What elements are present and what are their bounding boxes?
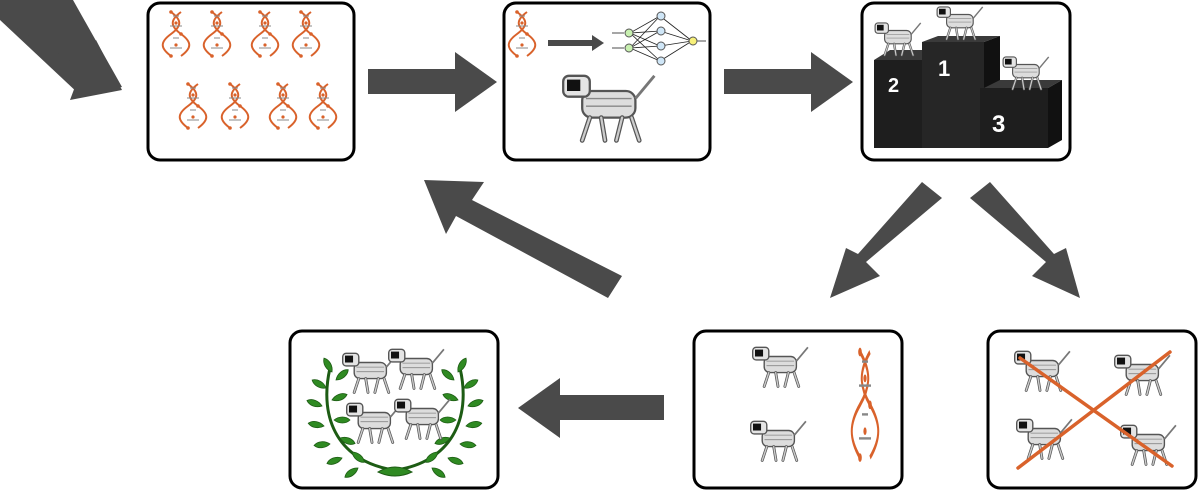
start-arrow [0, 4, 122, 100]
arrow-init-to-eval [368, 52, 497, 112]
podium-icon: 1 2 3 [874, 36, 1062, 148]
arrow-eval-to-rank [724, 52, 853, 112]
arrow-offspring-to-champions [518, 378, 664, 438]
cross-out-icon [1016, 350, 1174, 470]
podium-place-3: 3 [992, 111, 1005, 138]
panel-champions [288, 329, 500, 490]
arrow-rank-to-eliminated [970, 182, 1080, 298]
panel-offspring [692, 329, 904, 490]
arrow-icon [548, 35, 604, 51]
arrow-rank-to-survivors [830, 182, 942, 298]
podium-place-1: 1 [938, 56, 950, 81]
arrow-offspring-to-init [424, 180, 622, 298]
podium-place-2: 2 [888, 75, 899, 97]
laurel-wreath-icon [305, 356, 485, 481]
panel-population-dna [146, 1, 356, 162]
panel-ranking-podium: 1 2 3 [860, 1, 1072, 162]
panel-evaluation [502, 1, 712, 162]
panel-eliminated [986, 329, 1198, 490]
neural-network-icon [612, 11, 706, 66]
